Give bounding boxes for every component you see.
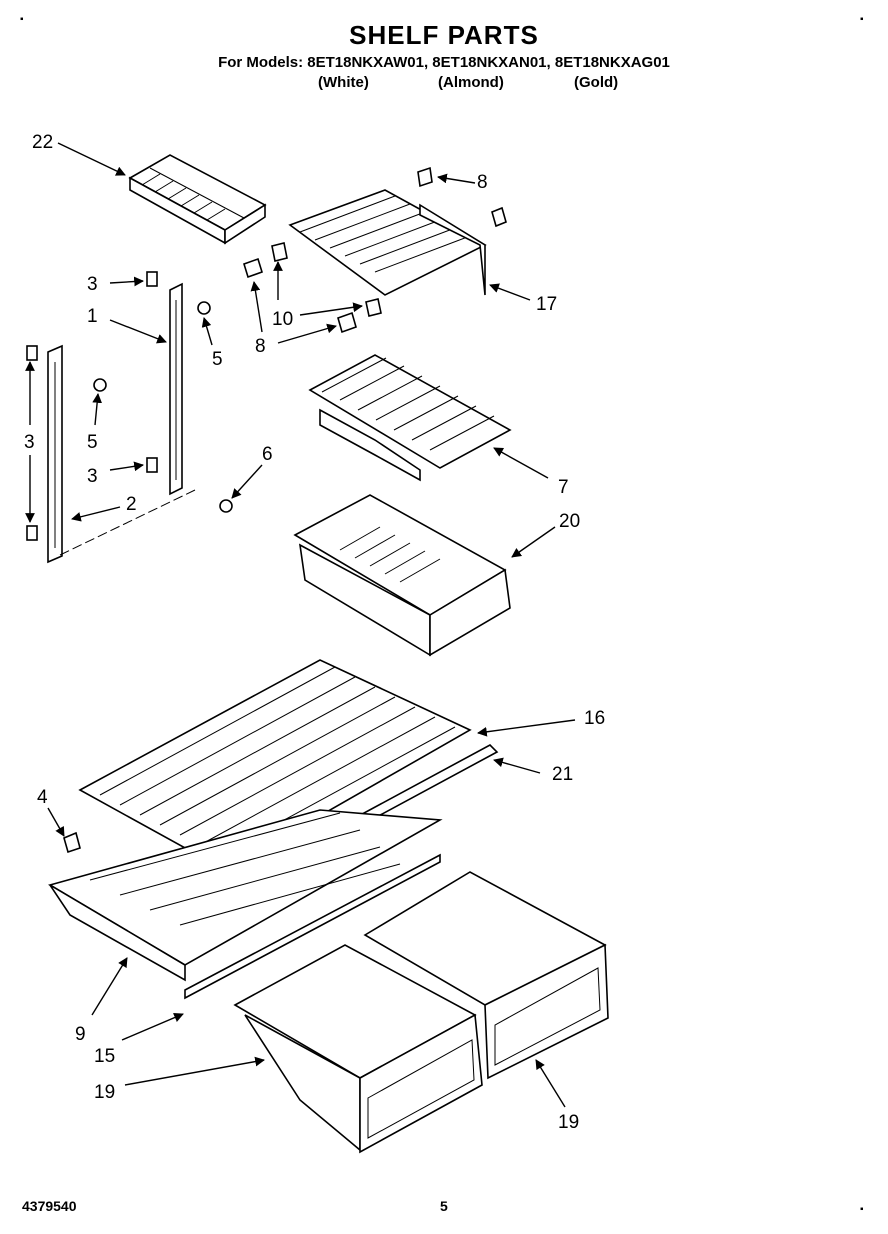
standard-alignment-line bbox=[59, 489, 196, 556]
model-list: For Models: 8ET18NKXAW01, 8ET18NKXAN01, … bbox=[218, 54, 670, 71]
standard-bracket-3 bbox=[26, 271, 158, 541]
crisper-drawer-right bbox=[363, 871, 609, 1080]
document-number: 4379540 bbox=[22, 1198, 77, 1214]
callout-4: 4 bbox=[37, 787, 48, 808]
callout-5-left: 5 bbox=[87, 432, 98, 453]
registration-mark-bottom-right: ▪ bbox=[860, 1204, 864, 1215]
crisper-cover-frame bbox=[47, 809, 443, 982]
freezer-basket bbox=[293, 494, 511, 657]
callout-8-left: 8 bbox=[255, 336, 266, 357]
screw-5 bbox=[93, 301, 211, 392]
callout-2: 2 bbox=[126, 494, 137, 515]
registration-mark-top-left: ▪ bbox=[20, 14, 24, 25]
page-title: SHELF PARTS bbox=[349, 20, 539, 50]
callout-6: 6 bbox=[262, 444, 273, 465]
callout-15: 15 bbox=[94, 1046, 115, 1067]
callout-5-right: 5 bbox=[212, 349, 223, 370]
callout-3-left: 3 bbox=[24, 432, 35, 453]
callout-19-right: 19 bbox=[558, 1112, 579, 1133]
callout-8-top: 8 bbox=[477, 172, 488, 193]
shelf-support-10 bbox=[271, 242, 382, 317]
leader-lines bbox=[25, 142, 576, 1108]
callout-17: 17 bbox=[536, 294, 557, 315]
crisper-drawer-left bbox=[233, 944, 483, 1154]
callout-1: 1 bbox=[87, 306, 98, 327]
callout-9: 9 bbox=[75, 1024, 86, 1045]
callout-19-left: 19 bbox=[94, 1082, 115, 1103]
color-almond-label: (Almond) bbox=[438, 74, 504, 91]
screw-6 bbox=[219, 499, 233, 513]
crisper-cover-trim bbox=[184, 853, 441, 1000]
callout-22: 22 bbox=[32, 132, 53, 153]
color-white-label: (White) bbox=[318, 74, 369, 91]
callout-3-middle: 3 bbox=[87, 466, 98, 487]
callout-10: 10 bbox=[272, 309, 293, 330]
callout-21: 21 bbox=[552, 764, 573, 785]
color-gold-label: (Gold) bbox=[574, 74, 619, 91]
shelf-clip-8a bbox=[417, 166, 507, 228]
shelf-clip-4 bbox=[63, 831, 81, 854]
callout-7: 7 bbox=[558, 477, 569, 498]
freezer-shelf bbox=[288, 189, 487, 296]
refrigerator-shelf bbox=[78, 659, 472, 871]
color-variants: (White) (Almond) (Gold) bbox=[0, 74, 888, 92]
shelf-standard-2 bbox=[47, 344, 63, 564]
registration-mark-top-right: ▪ bbox=[860, 14, 864, 25]
shelf-standard-1 bbox=[169, 282, 183, 496]
callout-16: 16 bbox=[584, 708, 605, 729]
ice-cube-tray bbox=[128, 154, 267, 245]
freezer-wire-shelf bbox=[308, 354, 512, 482]
page-number: 5 bbox=[440, 1198, 448, 1214]
shelf-clip-8b bbox=[243, 257, 357, 334]
callout-20: 20 bbox=[559, 511, 580, 532]
callout-3-top: 3 bbox=[87, 274, 98, 295]
